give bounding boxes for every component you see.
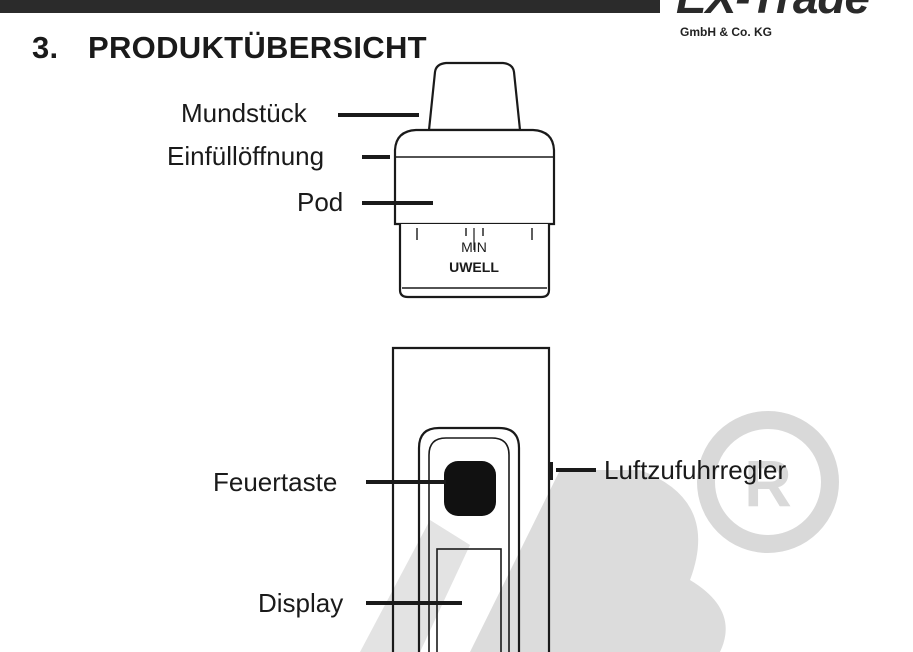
pod-body-shape: [393, 128, 556, 226]
label-luftzufuhrregler: Luftzufuhrregler: [604, 455, 787, 485]
company-logo-subtitle: GmbH & Co. KG: [680, 25, 772, 39]
svg-text:R: R: [744, 446, 792, 520]
airflow-slider: [549, 462, 553, 480]
watermark: R: [360, 411, 839, 652]
pod-illustration: [393, 61, 556, 299]
label-mundstueck: Mundstück: [181, 98, 307, 128]
device-body-shape: [391, 346, 551, 652]
pod-leader-lines: [338, 113, 433, 205]
device-leader-lines: [366, 468, 596, 605]
header-bar: [0, 0, 660, 13]
section-title: PRODUKTÜBERSICHT: [88, 30, 427, 65]
label-einfuelloeffnung: Einfüllöffnung: [167, 141, 325, 171]
label-feuertaste: Feuertaste: [213, 467, 338, 497]
front-panel-frame: [417, 426, 521, 652]
fire-button-shape: [444, 461, 496, 516]
pod-min-marking: MIN: [461, 239, 487, 255]
watermark-letter: [470, 470, 726, 652]
label-pod: Pod: [297, 187, 344, 217]
registered-mark-icon: [697, 411, 839, 553]
section-number: 3.: [32, 30, 59, 65]
section-heading: 3. PRODUKTÜBERSICHT: [32, 30, 427, 66]
company-logo: EX-Trade: [676, 0, 906, 16]
mouthpiece-shape: [427, 61, 522, 132]
pod-brand-marking: UWELL: [449, 259, 499, 275]
label-display: Display: [258, 588, 344, 618]
